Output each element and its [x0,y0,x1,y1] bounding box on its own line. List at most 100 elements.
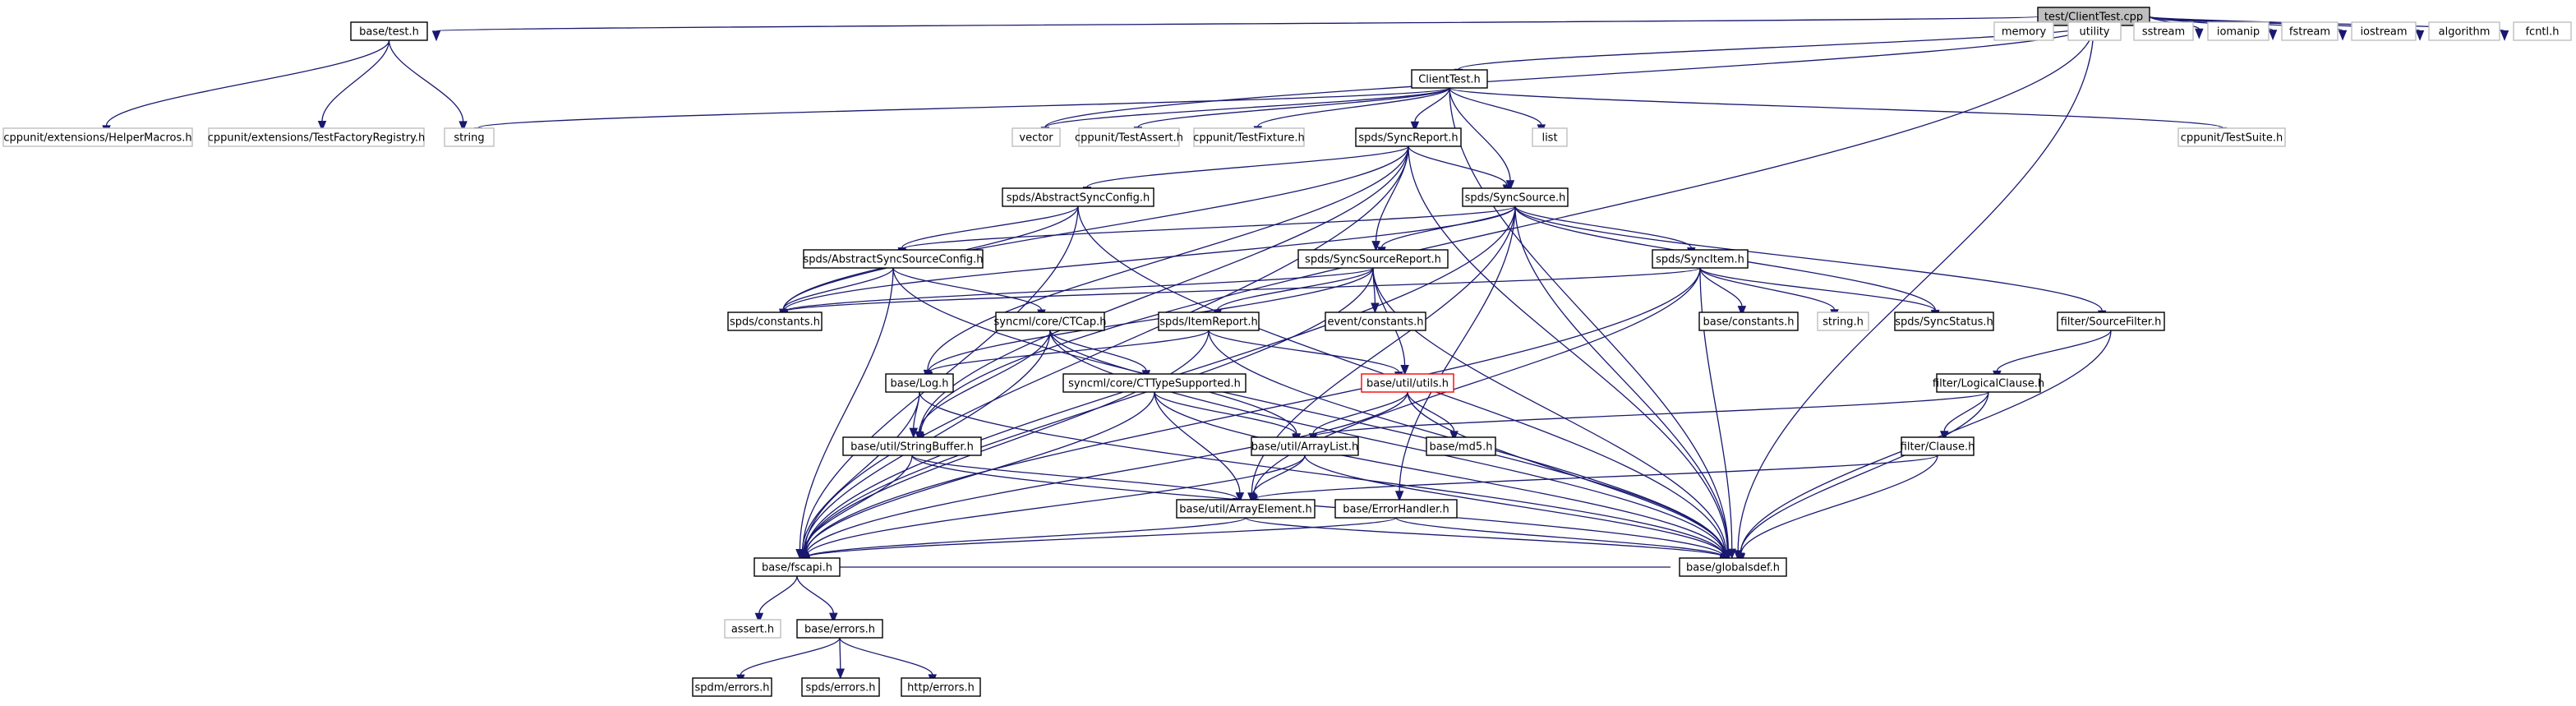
edge-stringbuffer-to-fscapi [803,455,913,552]
node-algorithm: algorithm [2428,21,2500,41]
edge-abssyncsrcconfig-to-spds_constants [782,267,894,310]
node-spds-errors[interactable]: spds/errors.h [801,677,880,697]
node-clienttest-h[interactable]: ClientTest.h [1411,69,1488,89]
edge-base_log-to-globalsdef [919,391,1725,556]
node-box [692,677,772,697]
node-abssyncconfig[interactable]: spds/AbstractSyncConfig.h [1002,187,1154,207]
edge-clause-to-globalsdef [1740,455,1938,555]
node-syncstatus[interactable]: spds/SyncStatus.h [1894,311,1994,331]
node-label: string [454,132,484,145]
edge-utils-to-md5 [1407,391,1455,432]
edge-stringbuffer-to-globalsdef [911,455,1725,557]
edge-syncsource-to-sourcefilter [1514,205,2103,311]
edge-arraylist-to-globalsdef [1304,455,1725,556]
edge-fscapi-to-assert [758,575,798,614]
node-event-constants[interactable]: event/constants.h [1325,311,1426,331]
node-cttypesupported[interactable]: syncml/core/CTTypeSupported.h [1062,373,1247,393]
node-memory: memory [1993,21,2054,41]
arrowhead-syncsource-to-errorhandler [1394,491,1404,502]
node-box [1993,21,2054,41]
node-base-test[interactable]: base/test.h [350,21,428,41]
edge-fscapi-to-base_errors [796,575,834,614]
node-spdm-errors[interactable]: spdm/errors.h [692,677,772,697]
node-box [1817,311,1869,331]
node-syncitem[interactable]: spds/SyncItem.h [1652,249,1749,269]
node-clause[interactable]: filter/Clause.h [1901,436,1975,456]
arrowhead-root-to-fcntl [2500,30,2509,41]
arrowhead-syncreport-to-syncsourcereport [1371,241,1380,251]
node-box [1679,557,1787,577]
node-sourcefilter[interactable]: filter/SourceFilter.h [2057,311,2165,331]
arrowhead-base_errors-to-spds_errors [836,668,846,680]
node-ctcap[interactable]: syncml/core/CTCap.h [994,311,1107,331]
node-label: base/util/utils.h [1366,378,1449,390]
node-itemreport[interactable]: spds/ItemReport.h [1158,311,1260,331]
node-box [1532,127,1568,147]
edge-syncitem-to-globalsdef [1699,267,1733,550]
node-base-errors[interactable]: base/errors.h [796,619,883,639]
node-string: string [444,127,495,147]
node-box [1652,249,1749,269]
edge-arrayelement-to-globalsdef [1245,517,1725,558]
node-label: base/globalsdef.h [1686,562,1780,574]
node-logicalclause[interactable]: filter/LogicalClause.h [1933,373,2044,393]
node-box [995,311,1105,331]
edge-itemreport-to-base_log [928,330,1210,373]
node-label: cppunit/TestFixture.h [1193,132,1304,145]
edge-syncitem-to-base_constants [1699,267,1743,307]
node-label: base/util/ArrayList.h [1251,441,1358,454]
node-label: utility [2080,26,2110,39]
node-http-errors[interactable]: http/errors.h [901,677,981,697]
node-label: spdm/errors.h [695,682,770,694]
node-arrayelement[interactable]: base/util/ArrayElement.h [1176,499,1316,519]
node-box [2351,21,2417,41]
edge-syncitem-to-arrayelement [1253,267,1701,496]
node-syncsource[interactable]: spds/SyncSource.h [1462,187,1569,207]
arrowhead-syncsourcereport-to-event_constants [1371,302,1380,314]
arrowhead-root-to-iostream [2338,30,2348,41]
node-label: base/constants.h [1703,316,1794,329]
node-label: syncml/core/CTCap.h [994,316,1107,329]
edge-syncreport-to-fscapi [804,145,1409,553]
node-errorhandler[interactable]: base/ErrorHandler.h [1334,499,1458,519]
node-stringbuffer[interactable]: base/util/StringBuffer.h [842,436,982,456]
node-label: spds/ItemReport.h [1159,316,1258,329]
edge-ctcap-to-cttypesupported [1049,330,1147,371]
edge-syncitem-to-syncstatus [1699,267,1936,311]
edge-syncsource-to-errorhandler [1399,205,1516,491]
node-base-log[interactable]: base/Log.h [885,373,954,393]
node-box [1062,373,1247,393]
node-abssyncsrcconfig[interactable]: spds/AbstractSyncSourceConfig.h [803,249,984,269]
node-label: cppunit/extensions/TestFactoryRegistry.h [208,132,426,145]
node-utils[interactable]: base/util/utils.h [1361,373,1454,393]
node-label: spds/constants.h [730,316,820,329]
node-syncreport[interactable]: spds/SyncReport.h [1355,127,1462,147]
arrowhead-root-to-base_test [431,30,441,42]
edge-abssyncconfig-to-abssyncsrcconfig [901,205,1079,248]
node-fscapi[interactable]: base/fscapi.h [753,557,841,577]
node-label: assert.h [731,624,774,636]
edge-clienttest_h-to-syncsource [1449,87,1511,181]
node-box [885,373,954,393]
node-label: base/fscapi.h [762,562,832,574]
node-fcntl: fcntl.h [2513,21,2572,41]
node-md5[interactable]: base/md5.h [1426,436,1496,456]
node-base-constants[interactable]: base/constants.h [1698,311,1799,331]
node-arraylist[interactable]: base/util/ArrayList.h [1251,436,1359,456]
node-box [2428,21,2500,41]
edge-arraylist-to-arrayelement [1252,455,1306,495]
edge-cttypesupported-to-globalsdef [1154,391,1726,556]
edge-errorhandler-to-fscapi [805,517,1397,558]
node-label: filter/LogicalClause.h [1933,378,2044,390]
node-label: sstream [2142,26,2185,39]
node-label: base/test.h [359,26,419,39]
node-globalsdef[interactable]: base/globalsdef.h [1679,557,1787,577]
node-spds-constants[interactable]: spds/constants.h [727,311,823,331]
node-label: spds/AbstractSyncSourceConfig.h [803,254,983,266]
edge-utils-to-arraylist [1312,391,1408,434]
edge-logicalclause-to-clause [1943,391,1989,431]
node-root[interactable]: test/ClientTest.cpp [2037,7,2150,26]
node-syncsourcereport[interactable]: spds/SyncSourceReport.h [1297,249,1449,269]
node-box [2067,21,2122,41]
node-label: base/Log.h [891,378,949,390]
